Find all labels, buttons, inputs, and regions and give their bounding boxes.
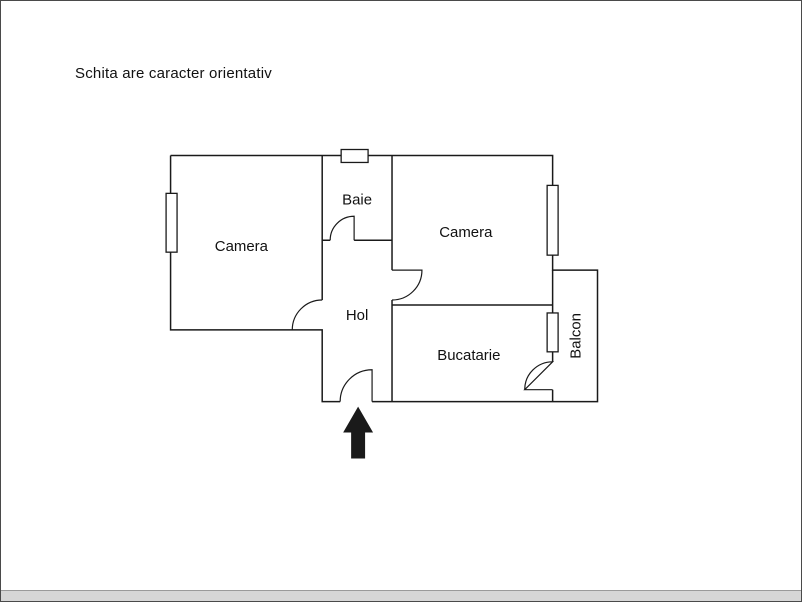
room-label-camera-left: Camera [215, 238, 269, 255]
entrance-arrow-icon [343, 406, 374, 459]
horizontal-scrollbar[interactable] [1, 590, 801, 601]
window-left-camera-icon [165, 192, 178, 253]
door-arcs [291, 215, 555, 402]
room-label-camera-right: Camera [439, 224, 493, 241]
door-entrance-icon [339, 369, 373, 402]
room-label-balcon: Balcon [568, 313, 585, 359]
door-right-camera-icon [392, 269, 423, 301]
room-label-bucatarie: Bucatarie [437, 347, 500, 364]
door-balcony-icon [523, 361, 555, 391]
vent-bathroom-icon [340, 148, 369, 164]
door-left-camera-icon [291, 299, 323, 330]
walls [169, 154, 599, 403]
room-labels: Camera Baie Camera Hol Bucatarie Balcon [215, 191, 585, 363]
room-label-baie: Baie [342, 191, 372, 208]
window-right-camera-icon [546, 184, 559, 256]
windows [165, 148, 559, 353]
room-label-hol: Hol [346, 307, 368, 324]
disclaimer-text: Schita are caracter orientativ [75, 65, 272, 82]
door-bathroom-icon [329, 215, 355, 241]
window-kitchen-icon [546, 312, 559, 353]
outer-walls [169, 154, 599, 403]
